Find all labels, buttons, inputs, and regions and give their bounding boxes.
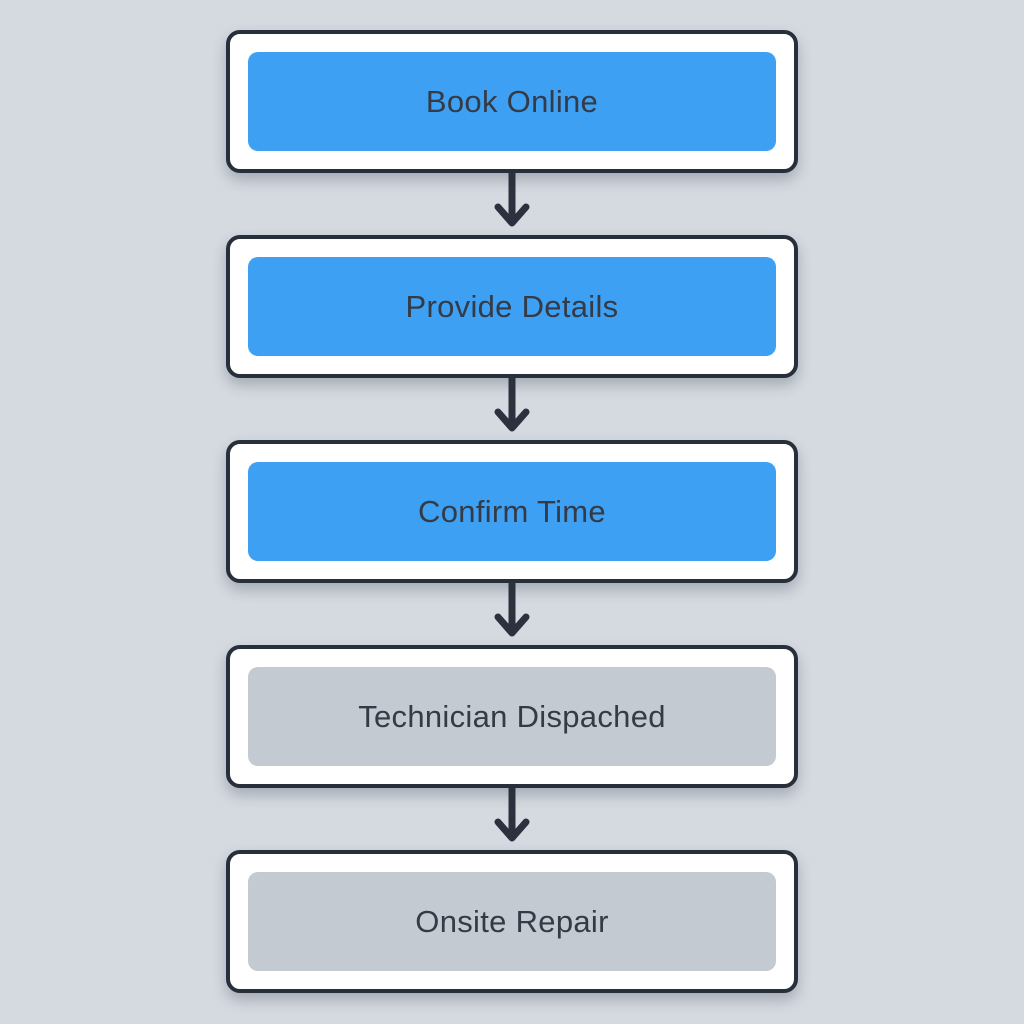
node-fill: Book Online <box>248 52 776 151</box>
flow-node-provide-details: Provide Details <box>226 235 798 378</box>
connector <box>226 583 798 645</box>
node-fill: Confirm Time <box>248 462 776 561</box>
node-label: Provide Details <box>405 288 619 324</box>
down-arrow-icon <box>494 583 530 637</box>
down-arrow-icon <box>494 788 530 842</box>
node-fill: Provide Details <box>248 257 776 356</box>
flow-node-technician-dispached: Technician Dispached <box>226 645 798 788</box>
flow-node-confirm-time: Confirm Time <box>226 440 798 583</box>
node-label: Book Online <box>425 83 599 119</box>
down-arrow-icon <box>494 173 530 227</box>
connector <box>226 173 798 235</box>
node-label: Confirm Time <box>418 493 606 529</box>
down-arrow-icon <box>494 378 530 432</box>
flow-node-onsite-repair: Onsite Repair <box>226 850 798 993</box>
node-fill: Onsite Repair <box>248 872 776 971</box>
node-label: Technician Dispached <box>358 698 666 734</box>
node-label: Onsite Repair <box>415 903 609 939</box>
flow-node-book-online: Book Online <box>226 30 798 173</box>
node-fill: Technician Dispached <box>248 667 776 766</box>
connector <box>226 788 798 850</box>
connector <box>226 378 798 440</box>
flowchart: Book Online Provide Details Confirm Time <box>226 30 798 993</box>
